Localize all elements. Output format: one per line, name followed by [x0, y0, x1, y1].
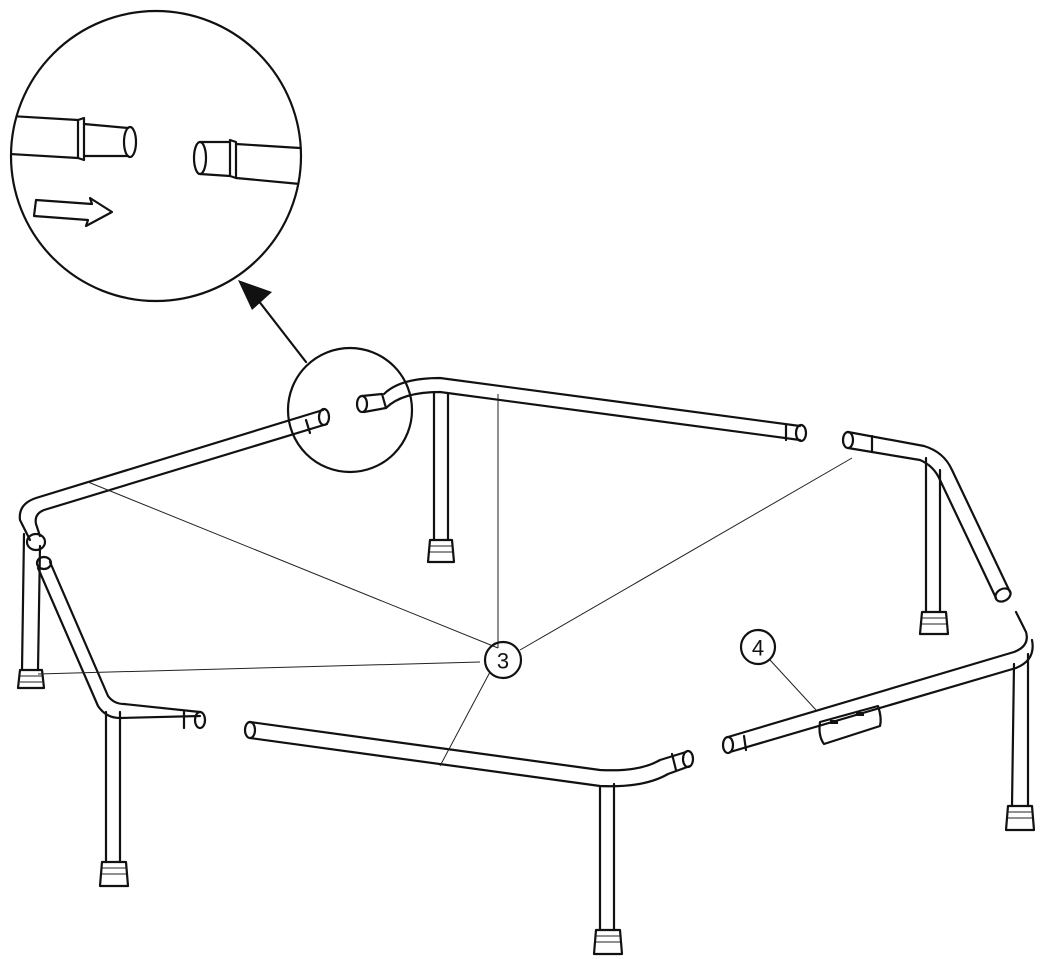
rail-top-left — [18, 407, 331, 552]
frame-legs — [16, 390, 1036, 956]
leg-bottom-center — [592, 782, 624, 956]
callout-4-leader — [769, 659, 817, 711]
rail-bottom — [243, 720, 695, 788]
callout-3-leaders — [37, 394, 853, 767]
leg-bottom-left — [98, 710, 130, 888]
side-plate — [818, 704, 882, 746]
leg-back-right — [918, 456, 950, 636]
rail-top — [355, 376, 808, 443]
rail-left-lower — [35, 555, 207, 730]
joint-highlight-circle — [286, 346, 414, 474]
detail-tube-left — [11, 114, 138, 162]
callout-3: 3 — [483, 640, 523, 680]
rail-right — [841, 430, 1012, 603]
leg-front-left — [16, 532, 46, 690]
outline-right-arrow-icon — [32, 196, 114, 228]
detail-magnifier — [9, 9, 303, 303]
pointer-arrow — [238, 280, 308, 364]
callout-4: 4 — [739, 628, 777, 666]
detail-tube-right — [192, 138, 301, 186]
frame-rails — [18, 376, 1034, 788]
leg-right — [1004, 652, 1036, 832]
callout-3-label: 3 — [497, 649, 509, 674]
callout-4-label: 4 — [752, 636, 764, 661]
leg-back-center — [426, 390, 456, 564]
